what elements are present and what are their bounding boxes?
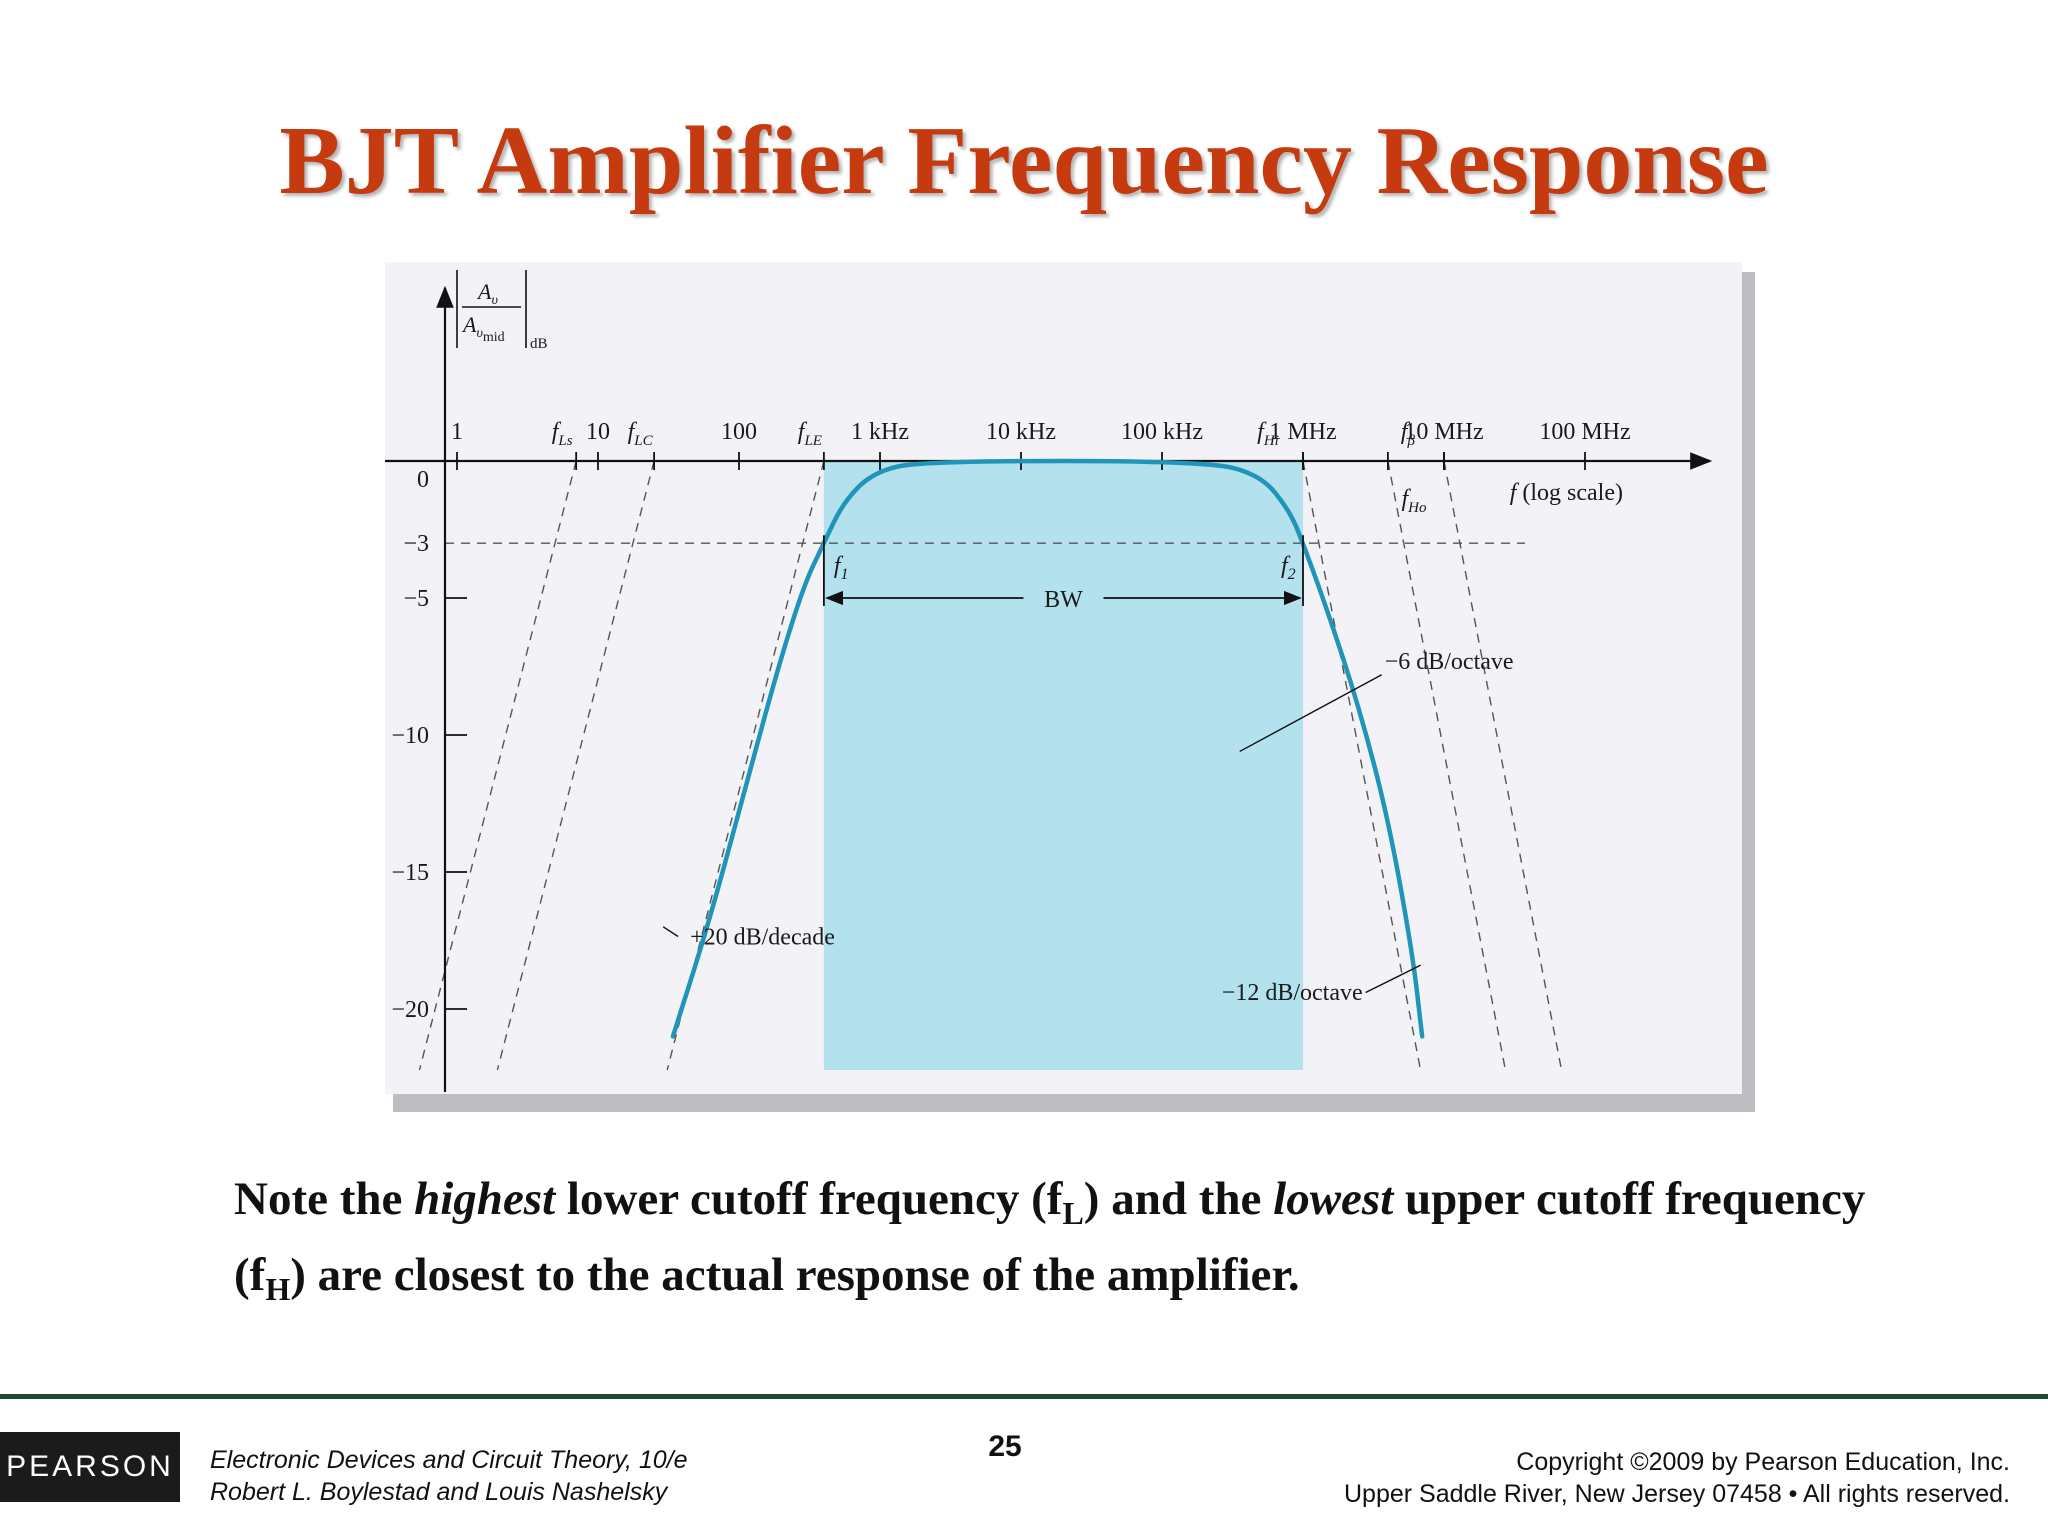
asymptote-fHi [1302, 460, 1422, 1071]
asymptote-fβ [1387, 460, 1507, 1071]
x-tick-label: 10 kHz [986, 419, 1056, 445]
footer-divider [0, 1394, 2048, 1399]
book-title: Electronic Devices and Circuit Theory, 1… [210, 1446, 688, 1474]
x-tick-label: 10 [586, 419, 610, 445]
page-number: 25 [988, 1430, 1022, 1463]
x-tick-label: 100 MHz [1539, 419, 1630, 445]
y-label-denominator: Aυmid [461, 312, 505, 345]
annotation-12db-octave: −12 dB/octave [1222, 980, 1363, 1006]
y-tick-label: −20 [391, 997, 429, 1023]
note-sub-l: L [1062, 1195, 1084, 1231]
note-text-4: upper cutoff frequency (f [234, 1173, 1866, 1301]
break-frequency-label-fHi: fHi [1257, 419, 1279, 449]
book-authors: Robert L. Boylestad and Louis Nashelsky [210, 1478, 668, 1506]
annotation-6db-octave: −6 dB/octave [1385, 649, 1514, 675]
x-tick-label: 100 [721, 419, 757, 445]
bandwidth-region [823, 461, 1303, 1070]
cutoff-label-f1: f1 [834, 553, 849, 583]
break-frequency-label-fLs: fLs [552, 419, 573, 449]
annotation-20db-decade: +20 dB/decade [690, 925, 835, 951]
break-frequency-label-fβ: fβ [1401, 419, 1416, 449]
cutoff-label-f2: f2 [1281, 553, 1296, 583]
y-tick-label: −10 [391, 723, 429, 749]
y-tick-label: −5 [403, 586, 429, 612]
y-tick-label: −15 [391, 860, 429, 886]
leader-line-20db-decade [662, 926, 679, 938]
bw-label: BW [1044, 587, 1083, 613]
asymptote-fLC [496, 460, 655, 1071]
break-frequency-label-fLC: fLC [628, 419, 654, 449]
note-emphasis-lowest: lowest [1273, 1173, 1394, 1225]
x-tick-label: 1 [451, 419, 463, 445]
y-label-numerator: Aυ [476, 279, 498, 308]
address-line: Upper Saddle River, New Jersey 07458 • A… [1343, 1480, 2010, 1508]
break-frequency-label-fLE: fLE [798, 419, 822, 449]
asymptote-fLs [418, 460, 577, 1071]
x-tick-label: 1 MHz [1269, 419, 1336, 445]
leader-line-12db-octave [1365, 964, 1421, 994]
slide-title: BJT Amplifier Frequency Response [279, 107, 1769, 215]
note-text-2: lower cutoff frequency (f [555, 1173, 1063, 1225]
book-citation: Electronic Devices and Circuit Theory, 1… [210, 1444, 688, 1508]
x-tick-label: 10 MHz [1404, 419, 1483, 445]
asymptote-fLE [666, 460, 825, 1071]
y-label-unit: dB [530, 336, 548, 352]
asymptote-fHo [1443, 460, 1563, 1071]
copyright-line: Copyright ©2009 by Pearson Education, In… [1516, 1448, 2010, 1476]
break-frequency-label-fHo: fHo [1401, 486, 1427, 516]
y-tick-label: 0 [417, 467, 429, 493]
note-sub-h: H [265, 1271, 291, 1307]
frequency-response-figure: 1 10 100 1 kHz 10 kHz 100 kHz 1 MHz 10 MHz 100 M… [385, 262, 1742, 1094]
pearson-logo: PEARSON [0, 1432, 180, 1502]
note-emphasis-highest: highest [414, 1173, 556, 1225]
leader-line-6db-octave [1239, 674, 1383, 753]
frequency-response-chart: 1 10 100 1 kHz 10 kHz 100 kHz 1 MHz 10 MHz 100 M… [385, 270, 1713, 1092]
explanation-note: Note the highest lower cutoff frequency … [234, 1168, 1874, 1320]
note-text-3: ) and the [1083, 1173, 1274, 1225]
x-tick-label: 1 kHz [851, 419, 909, 445]
note-text-5: ) are closest to the actual response of … [290, 1249, 1300, 1301]
response-curve [670, 458, 1425, 1039]
copyright-notice: Copyright ©2009 by Pearson Education, In… [1344, 1446, 2010, 1510]
y-tick-label: −3 [403, 531, 429, 557]
x-tick-label: 100 kHz [1121, 419, 1203, 445]
x-axis-label: f (log scale) [1510, 480, 1623, 506]
note-text-1: Note the [234, 1173, 415, 1225]
